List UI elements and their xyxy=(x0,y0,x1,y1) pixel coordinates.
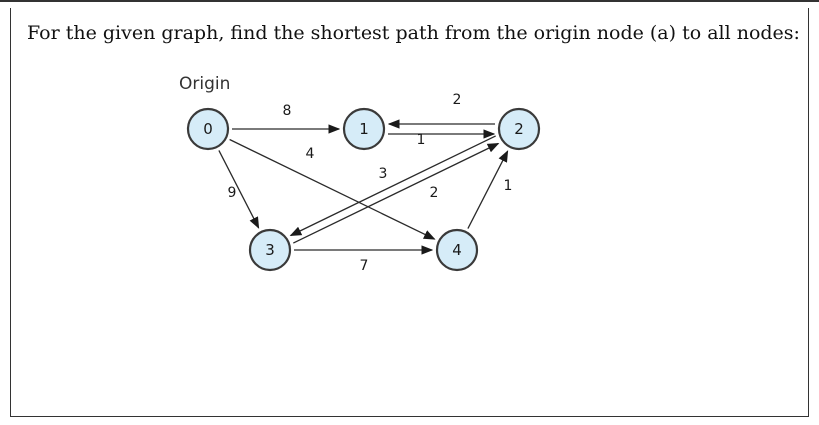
edge-weights: 8 4 9 1 2 3 2 7 1 xyxy=(228,92,513,274)
edge-weight-3-2: 3 xyxy=(379,166,388,182)
node-0: 0 xyxy=(186,107,230,151)
edge-weight-0-3: 9 xyxy=(228,185,237,201)
top-rule xyxy=(0,0,819,2)
node-1: 1 xyxy=(342,107,386,151)
edge-weight-1-2: 1 xyxy=(417,132,426,148)
edge-weight-2-1: 2 xyxy=(453,92,462,108)
nodes: 0 1 2 3 4 xyxy=(186,107,541,272)
question-card: For the given graph, find the shortest p… xyxy=(10,8,809,417)
node-circle xyxy=(342,107,386,151)
node-label: 0 xyxy=(203,120,213,138)
question-text: For the given graph, find the shortest p… xyxy=(27,22,800,44)
node-4: 4 xyxy=(435,228,479,272)
node-3: 3 xyxy=(248,228,292,272)
edge-weight-0-4: 4 xyxy=(306,146,315,162)
edge-0-4 xyxy=(229,138,436,240)
node-circle xyxy=(186,107,230,151)
edge-2-3 xyxy=(289,135,496,237)
edge-4-2 xyxy=(467,150,509,229)
edge-weight-4-2: 1 xyxy=(504,178,513,194)
node-label: 3 xyxy=(265,241,275,259)
node-label: 4 xyxy=(452,241,462,259)
node-label: 1 xyxy=(359,120,369,138)
node-circle xyxy=(435,228,479,272)
edge-weight-3-4: 7 xyxy=(360,258,369,274)
edge-3-2 xyxy=(293,142,500,244)
origin-label: Origin xyxy=(179,74,230,94)
edge-weight-0-1: 8 xyxy=(283,103,292,119)
edge-weight-2-3: 2 xyxy=(430,185,439,201)
node-2: 2 xyxy=(497,107,541,151)
node-circle xyxy=(497,107,541,151)
edges xyxy=(218,119,509,255)
node-circle xyxy=(248,228,292,272)
edge-0-3 xyxy=(218,150,260,229)
node-label: 2 xyxy=(514,120,524,138)
